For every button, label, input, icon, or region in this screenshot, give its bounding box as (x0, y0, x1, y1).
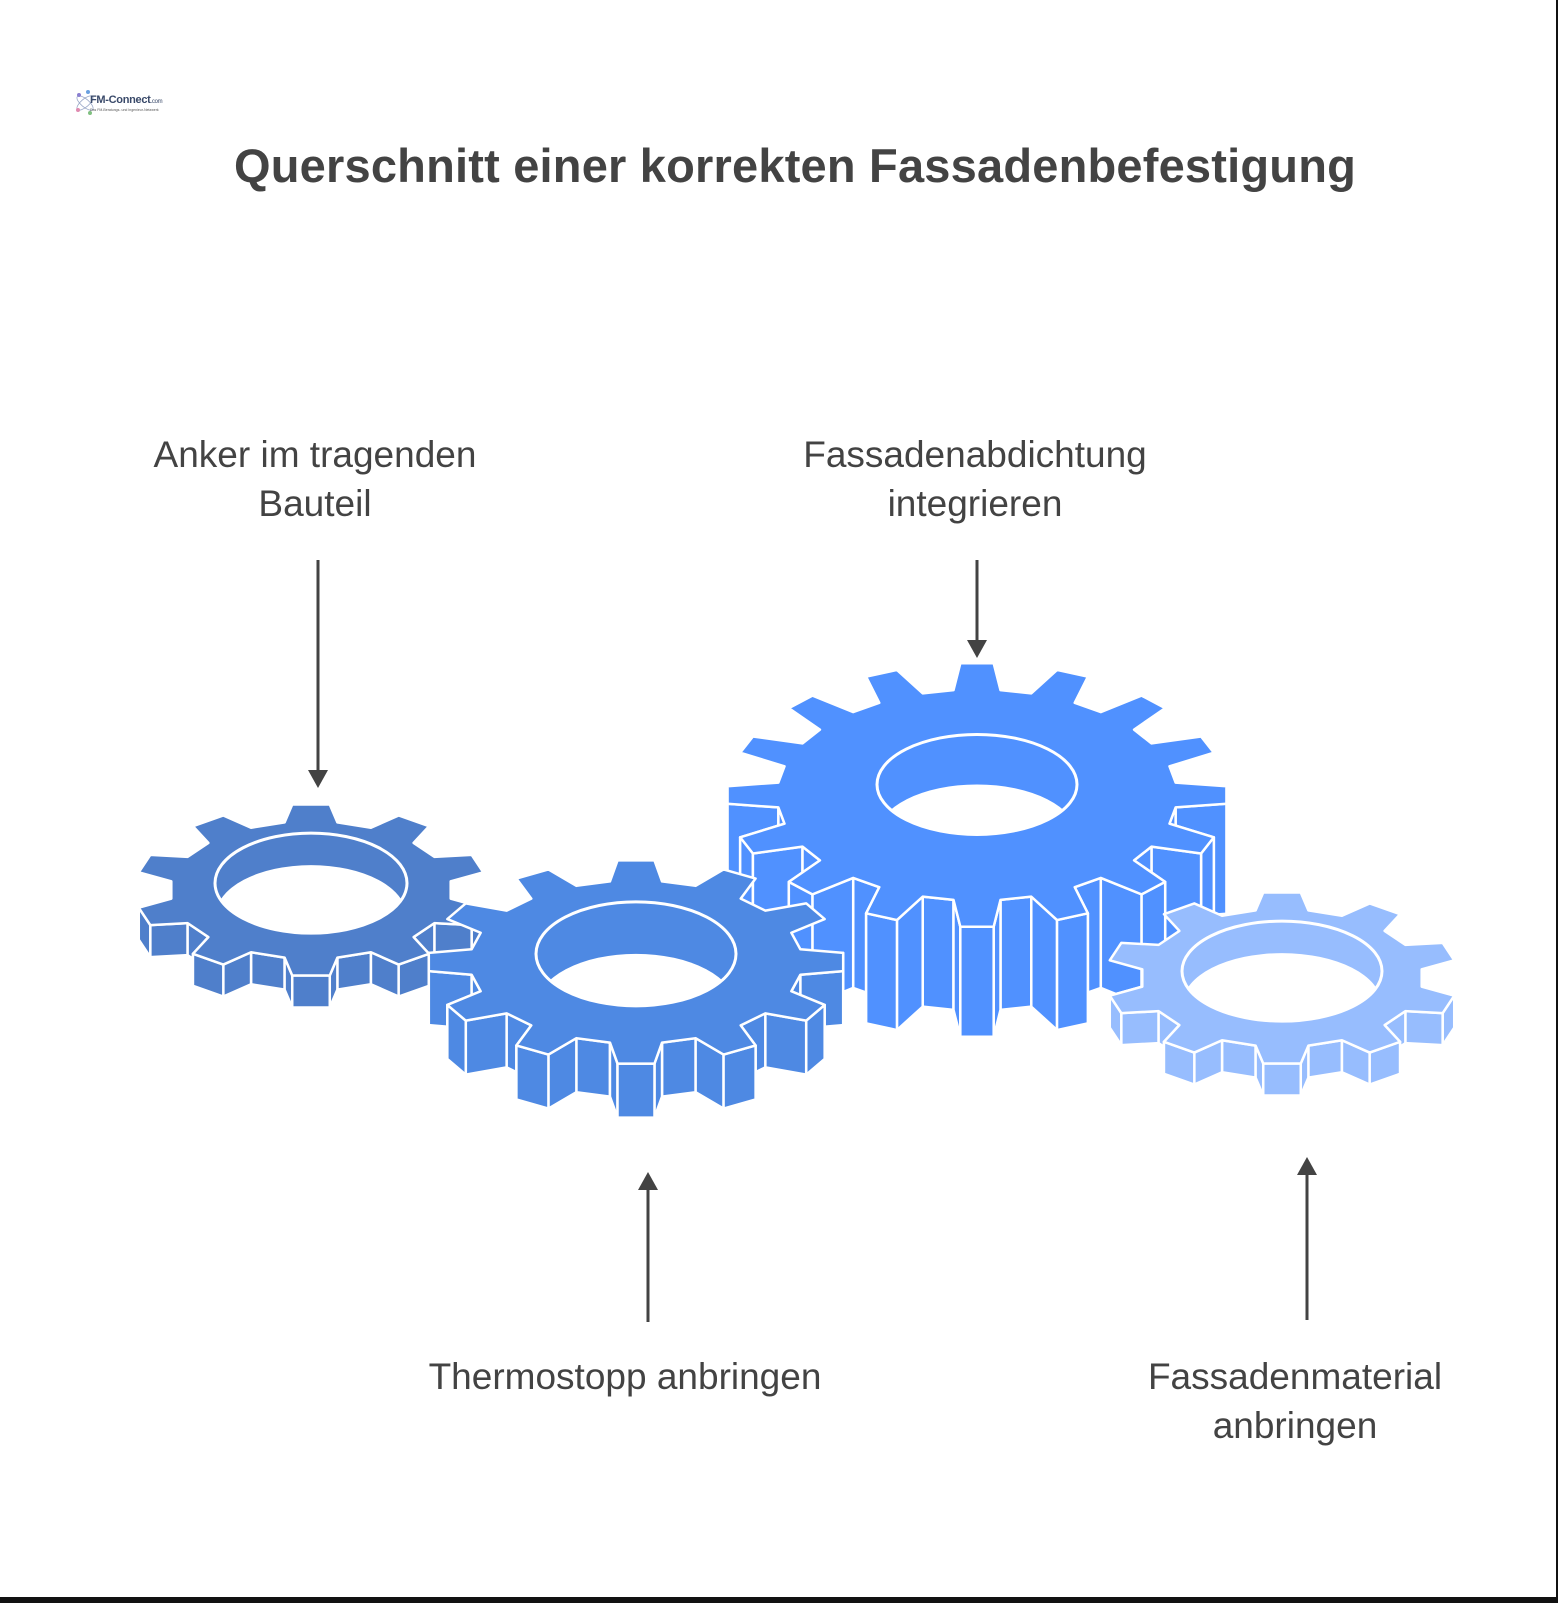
gear-side-face (959, 925, 995, 1038)
label-thermostopp: Thermostopp anbringen (428, 1356, 822, 1397)
arrow-anker (308, 560, 328, 788)
gear-side-face (999, 895, 1033, 1012)
arrow-up-icon (638, 1172, 658, 1190)
gear-side-face (1099, 876, 1143, 1006)
gear-side-face (1261, 1062, 1303, 1097)
arrow-thermostopp (638, 1172, 658, 1322)
arrow-down-icon (967, 640, 987, 658)
label-anker: Anker im tragenden Bauteil (153, 434, 477, 524)
gear-thermostopp (427, 859, 845, 1119)
gear-hole-inner-wall (215, 833, 407, 934)
gear-side-face (464, 1012, 508, 1076)
gear-hole-inner-wall (1182, 921, 1382, 1022)
gear-hole-inner-wall (877, 734, 1077, 835)
arrow-up-icon (1297, 1157, 1317, 1175)
logo-tagline: Das FM-Beratungs- und Ingenieur-Netzwerk (90, 108, 159, 112)
atom-logo-icon (76, 90, 94, 115)
gear-side-face (290, 974, 332, 1009)
gear-side-face (575, 1036, 612, 1098)
gear-side-face (764, 1012, 808, 1076)
arrow-material (1297, 1157, 1317, 1320)
gear-side-face (515, 1044, 550, 1110)
gear-side-face (149, 921, 189, 959)
label-material: Fassadenmaterial anbringen (1147, 1356, 1443, 1446)
gear-side-face (1120, 1009, 1160, 1047)
fm-connect-logo: FM-Connect.com Das FM-Beratungs- und Ing… (76, 86, 163, 122)
gear-side-face (864, 912, 899, 1032)
gear-hole-inner-wall (536, 901, 736, 1006)
gear-side-face (616, 1062, 656, 1119)
gear-side-face (921, 895, 955, 1012)
arrow-down-icon (308, 770, 328, 788)
logo-text: FM-Connect.com (90, 94, 163, 106)
gear-fassadenmaterial (1108, 891, 1456, 1097)
gear-side-face (1055, 912, 1090, 1032)
gear-side-face (1404, 1009, 1444, 1047)
arrow-abdichtung (967, 560, 987, 658)
gear-side-face (722, 1044, 757, 1110)
page-title: Querschnitt einer korrekten Fassadenbefe… (233, 139, 1357, 192)
label-abdichtung: Fassadenabdichtung integrieren (803, 434, 1147, 524)
gear-side-face (660, 1036, 697, 1098)
